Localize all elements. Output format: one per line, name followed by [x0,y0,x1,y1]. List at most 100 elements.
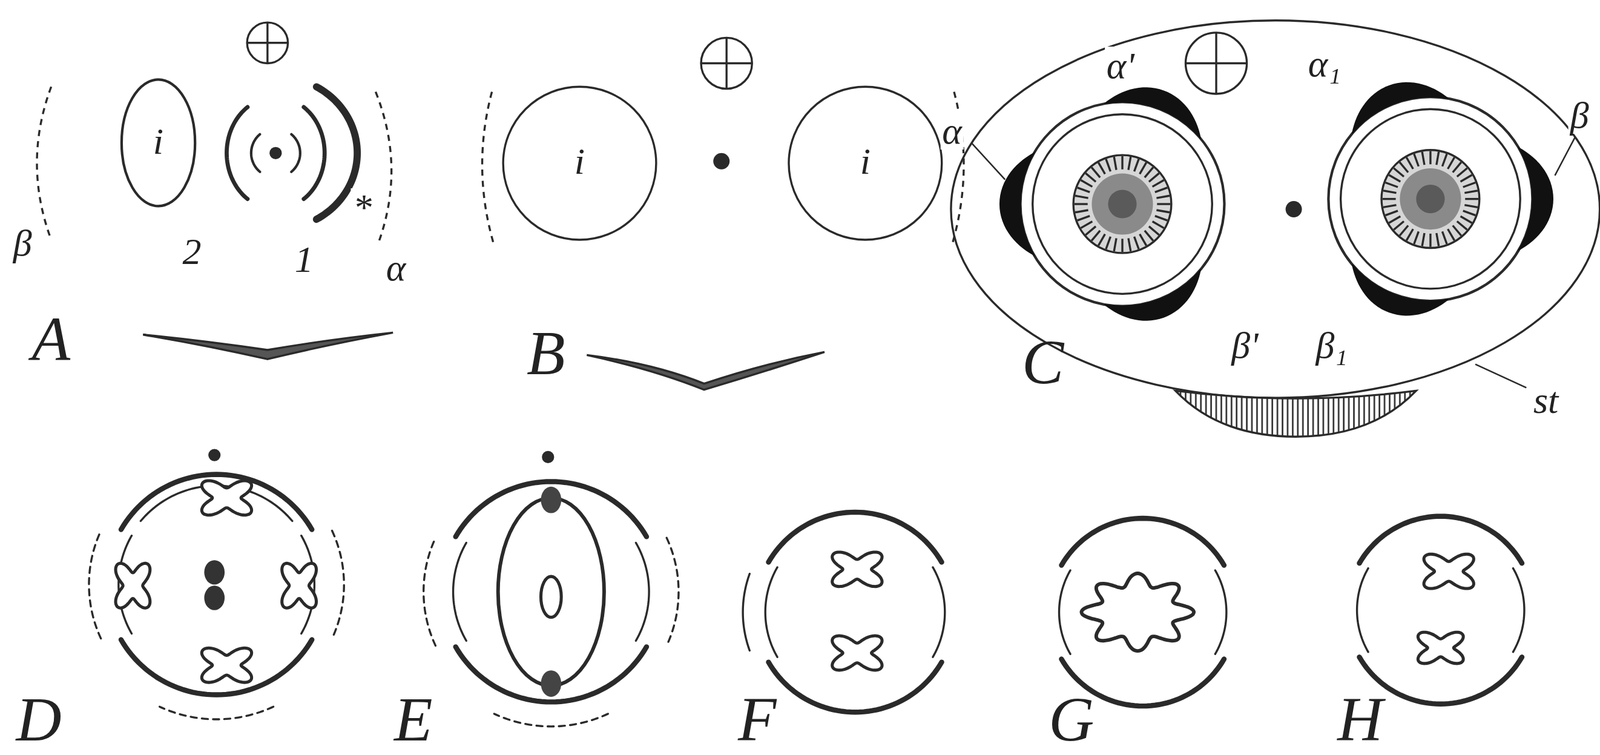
dashed-bract [666,537,679,646]
perianth-arc [742,573,750,651]
dashed-bract [36,86,52,240]
pollen-tick [1464,190,1478,194]
pollen-tick [1448,228,1455,241]
pollen-tick [1085,173,1096,182]
panel-letter: G [1046,687,1096,751]
panel-letter: H [1335,687,1385,751]
pollen-tick [1414,231,1419,244]
axis-cross [1214,32,1217,94]
pollen-tick [1106,236,1111,250]
anther-symbol [1081,573,1194,651]
pollen-tick [1113,237,1117,252]
pollen-tick [1085,226,1096,235]
leader-line [1555,136,1576,176]
axis-cross [266,22,269,63]
pollen-tick [1399,162,1409,173]
pollen-tick [1139,234,1147,246]
perianth-arc [932,567,945,657]
pollen-tick [1148,173,1160,182]
stamen-outline [788,86,942,240]
pollen-tick [1465,197,1479,200]
pollen-tick [1436,151,1439,166]
bract-symbol [142,332,393,359]
pollen-tick [1393,168,1404,177]
anther-symbol [832,635,883,671]
pollen-tick [1399,225,1409,236]
pollen-tick [1422,233,1425,247]
pollen-tick [1144,230,1154,241]
pollen-tick [1077,187,1091,192]
pollen-tick [1436,233,1439,247]
axis-symbol [1185,32,1247,94]
pollen-tick [1152,221,1165,229]
pollen-core [1091,173,1153,235]
pollen-tick [1464,205,1478,208]
pollen-tick [1406,157,1413,169]
axis-dot [269,147,282,160]
pollen-tick [1098,234,1105,246]
pollen-tick [1144,167,1154,178]
dashed-bract [159,706,274,720]
pollen-tick [1463,182,1476,188]
part-label: i [572,142,587,180]
pollen-tick [1383,190,1397,194]
pollen-tick [1121,156,1123,170]
dark-wedge [1104,269,1201,321]
perianth-arc [635,542,649,641]
ovary-symbol [204,585,225,610]
pollen-tick [1091,167,1100,178]
pollen-tick [1152,179,1165,187]
dashed-bract [375,92,392,246]
leader-line [971,142,1006,180]
pollen-tick [1134,159,1139,172]
pollen-tick [1074,202,1088,205]
anther-symbol [115,562,151,608]
anther-symbol [832,552,883,587]
part-label: α [940,111,964,150]
anther-symbol [1417,632,1464,664]
perianth-arc [303,107,325,200]
pollen-mass [1073,154,1172,254]
part-label: i [151,122,166,160]
dashed-bract [332,530,345,639]
pollen-tick [1134,236,1139,250]
pollen-tick [1448,157,1455,169]
dark-wedge [1104,87,1201,139]
perianth-arc [765,567,778,657]
pollen-tick [1106,159,1111,172]
part-label: α [384,248,409,287]
part-label: * [351,188,374,226]
perianth-arc [121,474,312,530]
pollen-tick [1457,220,1468,230]
pollen-tick [1452,225,1462,236]
perianth-arc [1357,568,1369,652]
column-outline [498,497,605,686]
pollen-tick [1128,156,1131,171]
anther-symbol [540,670,562,697]
anther-ring [1032,114,1213,295]
pollen-core [1415,184,1445,214]
pollen-tick [1414,153,1419,167]
part-label: β' [1229,326,1260,364]
axis-symbol [246,22,288,63]
pollen-tick [1442,153,1447,167]
perianth-arc [455,481,647,537]
pollen-tick [1429,233,1432,247]
pollen-tick [1422,151,1425,166]
anther-ring [1340,108,1521,289]
part-label: β [1568,96,1591,134]
bract-symbol [1175,390,1417,437]
pollen-tick [1156,202,1171,205]
pollen-core [1399,168,1461,230]
perianth-arc [1059,570,1071,654]
pollen-tick [1121,238,1123,252]
part-label: β₁ [1313,326,1349,364]
part-label: 2 [180,232,203,270]
dashed-bract [482,92,494,246]
perianth-arc [1214,570,1227,654]
anther-symbol [201,480,252,516]
anther-ring [1020,102,1225,307]
perianth-arc [226,107,247,200]
dark-wedge [1352,82,1449,134]
